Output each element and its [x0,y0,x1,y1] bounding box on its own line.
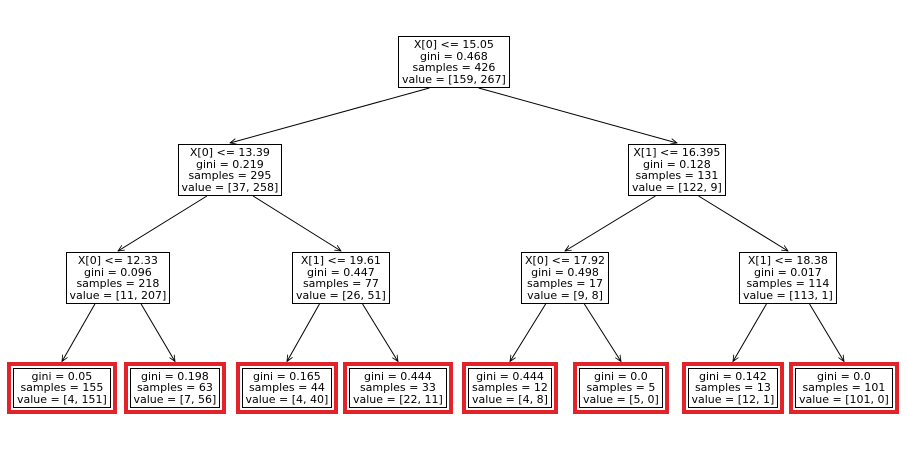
node-text-line: value = [4, 151] [17,392,107,406]
node-text-line: X[1] <= 16.395 [633,146,721,159]
node-text-line: value = [122, 9] [632,180,722,194]
node-text-line: gini = 0.05 [31,369,93,383]
tree-edge [733,303,767,362]
node-text-line: value = [11, 207] [69,288,167,302]
node-text-line: X[0] <= 17.92 [525,254,606,267]
node-text-line: samples = 131 [635,169,719,182]
node-text-line: value = [4, 8] [472,392,548,406]
node-text-line: samples = 12 [472,381,548,394]
node-text-line: samples = 33 [359,381,436,394]
node-text-line: samples = 101 [802,381,886,394]
tree-edge [362,303,398,362]
node-text-line: samples = 17 [527,277,603,290]
node-text-line: gini = 0.447 [307,265,375,279]
node-text-line: gini = 0.096 [84,265,152,279]
node-text-line: value = [9, 8] [527,288,603,302]
node-text-line: samples = 77 [302,277,379,290]
node-text-line: gini = 0.444 [364,369,432,383]
node-text-line: samples = 295 [188,169,272,182]
node-text-line: samples = 63 [136,381,213,394]
node-text-line: value = [101, 0] [799,392,889,406]
node-text-line: samples = 218 [76,277,160,290]
node-text-line: gini = 0.017 [754,265,822,279]
node-text-line: samples = 5 [586,381,656,394]
node-text-line: X[0] <= 15.05 [413,38,494,51]
node-text-line: X[0] <= 13.39 [189,146,270,159]
node-text-line: gini = 0.128 [643,157,711,171]
node-text-line: X[1] <= 18.38 [747,254,828,267]
tree-edge [252,195,341,251]
node-text-line: value = [12, 1] [691,392,775,406]
node-text-line: gini = 0.219 [196,157,264,171]
node-text-line: value = [37, 258] [181,180,279,194]
node-text-line: samples = 155 [20,381,104,394]
node-text-line: gini = 0.498 [531,265,599,279]
node-text-line: gini = 0.0 [594,369,648,383]
tree-edge [287,303,320,362]
node-text-line: value = [7, 56] [133,392,217,406]
node-text-line: X[0] <= 12.33 [77,254,158,267]
tree-edge [478,87,677,143]
node-text-line: value = [4, 40] [245,392,329,406]
node-text-line: samples = 44 [248,381,325,394]
tree-edge [230,87,430,143]
node-text-line: gini = 0.165 [253,369,321,383]
tree-edge [62,303,96,362]
tree-edge [510,303,547,362]
tree-edge [583,303,621,362]
node-text-line: X[1] <= 19.61 [300,254,381,267]
node-text-line: value = [113, 1] [743,288,833,302]
node-text-line: gini = 0.468 [420,49,488,63]
tree-edges [62,87,844,362]
tree-edge [565,195,656,251]
node-text-line: gini = 0.198 [141,369,209,383]
tree-edge [140,303,175,362]
node-text-line: samples = 13 [694,381,771,394]
node-text-line: value = [5, 0] [583,392,659,406]
tree-edge [698,195,788,251]
tree-edge [118,195,208,251]
tree-edge [809,303,844,362]
node-text-line: samples = 426 [412,61,496,74]
node-text-line: gini = 0.142 [699,369,767,383]
node-text-line: value = [26, 51] [296,288,386,302]
node-text-line: gini = 0.0 [817,369,871,383]
node-text-line: gini = 0.444 [476,369,544,383]
node-text-line: value = [22, 11] [353,392,443,406]
node-text-line: value = [159, 267] [402,72,506,86]
node-text-line: samples = 114 [746,277,830,290]
